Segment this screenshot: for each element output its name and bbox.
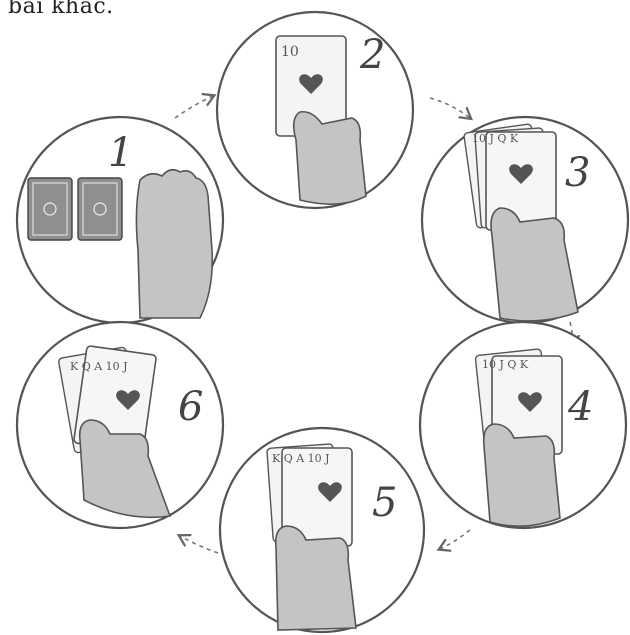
- svg-text:K Q A 10 J: K Q A 10 J: [70, 360, 128, 373]
- arrow-icon: [440, 530, 470, 549]
- hand-icon: [484, 424, 560, 526]
- step-number: 6: [178, 384, 203, 430]
- step-3: 10 J Q K 3: [422, 117, 628, 323]
- svg-text:K Q A 10 J: K Q A 10 J: [272, 452, 330, 465]
- step-5: K Q A 10 J 5: [220, 428, 424, 632]
- step-number: 4: [567, 384, 593, 430]
- step-number: 3: [565, 150, 590, 196]
- hand-icon: [136, 170, 212, 318]
- step-number: 1: [108, 130, 133, 176]
- svg-text:10 J Q K: 10 J Q K: [472, 132, 519, 145]
- step-1: 1: [17, 117, 223, 323]
- hand-icon: [294, 112, 366, 204]
- card-icon: [78, 178, 122, 240]
- step-number: 2: [359, 32, 385, 78]
- hand-icon: [276, 526, 356, 630]
- svg-text:10 J Q K: 10 J Q K: [482, 358, 529, 371]
- step-4: 10 J Q K 4: [420, 322, 626, 528]
- step-2: 10 2: [217, 12, 413, 208]
- step-6: K Q A 10 J 6: [17, 322, 223, 528]
- svg-text:10: 10: [281, 44, 299, 60]
- arrow-icon: [180, 536, 218, 553]
- card-icon: [28, 178, 72, 240]
- arrow-icon: [430, 98, 470, 118]
- arrow-icon: [175, 96, 213, 118]
- step-number: 5: [372, 480, 397, 526]
